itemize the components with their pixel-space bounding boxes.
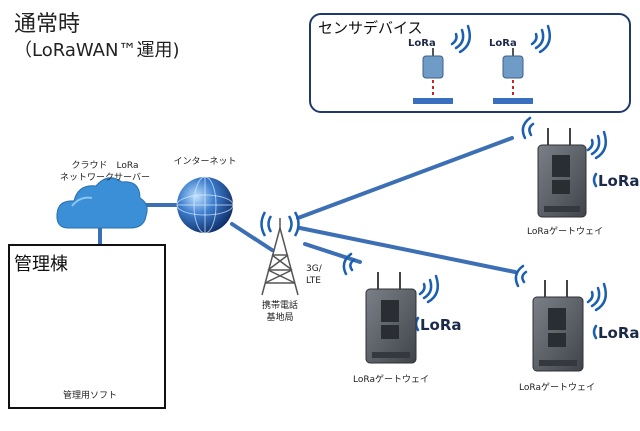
gateway-2-lora-logo: LoRa: [420, 316, 462, 334]
gateway-3-signal-icon: [514, 264, 528, 288]
gateway-1-lora-logo: LoRa: [598, 172, 640, 190]
gateway-3-logo-signal-icon: [592, 324, 598, 340]
cloud-icon: [56, 177, 148, 229]
cloud-label-line-2: ネットワークサーバー: [60, 173, 150, 183]
link-internet-tower: [230, 222, 274, 252]
gateway-2-right-signal-icon: [418, 274, 439, 304]
link-tower-gateway-3: [298, 226, 517, 274]
tower-link-label-line-1: 3G/: [306, 264, 322, 274]
sensor-1-signal-icon: [450, 24, 471, 54]
link-tower-gateway-2: [303, 242, 362, 264]
gateway-1-logo-signal-icon: [592, 172, 598, 188]
gateway-3-label: LoRaゲートウェイ: [519, 383, 595, 393]
tower-signal-icon: [260, 211, 300, 237]
gateway-3-device: [532, 280, 584, 372]
gateway-3-right-signal-icon: [586, 282, 607, 312]
gateway-1-label: LoRaゲートウェイ: [527, 227, 603, 237]
tower-link-label-line-2: LTE: [306, 276, 321, 286]
tower-label-line-1: 携帯電話: [261, 301, 298, 311]
sensor-device-1: [413, 48, 453, 104]
sensor-1-lora-label: LoRa: [408, 38, 436, 49]
gateway-3-lora-logo: LoRa: [598, 324, 640, 342]
management-software-label: 管理用ソフト: [62, 391, 117, 401]
title-line-2: （LoRaWAN™運用): [14, 40, 180, 61]
gateway-2-label: LoRaゲートウェイ: [353, 375, 429, 385]
sensor-device-2: [493, 48, 533, 104]
cell-tower-icon: [261, 218, 299, 296]
gateway-1-device: [537, 128, 587, 218]
sensor-devices-group: [309, 13, 631, 113]
internet-label: インターネット: [173, 157, 237, 167]
title-line-1: 通常時: [14, 12, 81, 37]
sensor-2-signal-icon: [530, 24, 551, 54]
gateway-2-signal-icon: [342, 252, 356, 276]
gateway-1-signal-icon: [521, 116, 535, 140]
tower-label-line-2: 基地局: [266, 313, 294, 323]
link-tower-gateway-1: [296, 136, 514, 220]
globe-icon: [176, 176, 234, 234]
gateway-1-right-signal-icon: [586, 130, 607, 160]
management-title: 管理棟: [14, 254, 68, 275]
gateway-2-device: [365, 272, 417, 364]
management-building: [8, 244, 166, 409]
sensor-devices-title: センサデバイス: [318, 19, 423, 37]
cloud-label-line-1: クラウド LoRa: [71, 161, 139, 171]
sensor-2-lora-label: LoRa: [489, 38, 517, 49]
